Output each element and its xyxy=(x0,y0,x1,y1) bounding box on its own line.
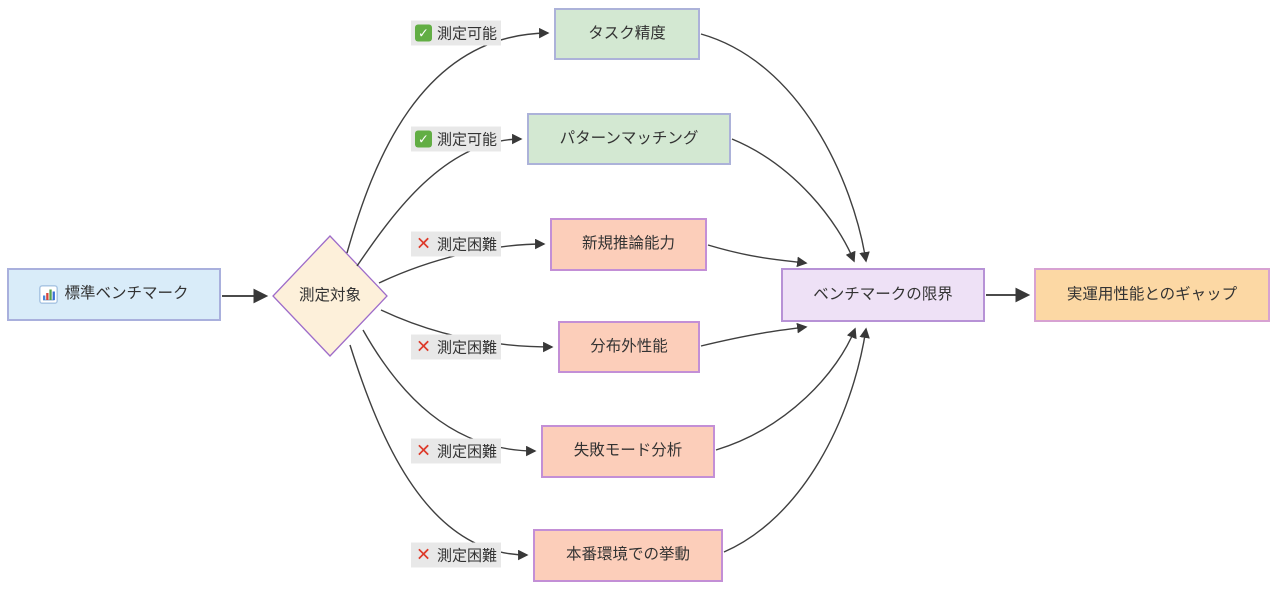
node-label: 実運用性能とのギャップ xyxy=(1066,285,1238,303)
edge-label-difficult-3: 測定困難 xyxy=(410,438,502,464)
node-measurement-target: 測定対象 xyxy=(280,282,380,310)
node-production-behavior: 本番環境での挙動 xyxy=(533,529,723,582)
node-pattern-matching: パターンマッチング xyxy=(527,113,731,165)
node-ood-performance: 分布外性能 xyxy=(558,321,700,373)
edge-task-accuracy-to-sink xyxy=(700,33,870,263)
node-benchmark-limits: ベンチマークの限界 xyxy=(781,268,985,322)
edge-novel-reasoning-to-sink xyxy=(707,244,808,268)
node-label: タスク精度 xyxy=(588,24,666,42)
edge-pattern-matching-to-sink xyxy=(731,138,856,263)
cross-mark-icon xyxy=(415,339,432,356)
decision-diamond-shape xyxy=(272,235,388,357)
edge-label-text: 測定困難 xyxy=(436,443,498,461)
edge-ood-performance-to-sink xyxy=(700,322,808,347)
edge-production-behavior-to-sink xyxy=(723,327,870,553)
bar-chart-icon xyxy=(39,285,59,304)
edge-failure-modes-to-sink xyxy=(715,327,857,451)
node-novel-reasoning: 新規推論能力 xyxy=(550,218,707,271)
node-label: 失敗モード分析 xyxy=(573,442,683,460)
cross-mark-icon xyxy=(415,547,432,564)
cross-mark-icon xyxy=(415,236,432,253)
node-standard-benchmark: 標準ベンチマーク xyxy=(7,268,221,321)
edge-label-difficult-2: 測定困難 xyxy=(410,334,502,360)
node-label: 分布外性能 xyxy=(590,337,668,355)
node-label: 測定対象 xyxy=(298,286,361,304)
edge-decision-to-failure-modes xyxy=(362,329,537,457)
node-label: ベンチマークの限界 xyxy=(813,285,953,303)
edge-label-text: 測定困難 xyxy=(436,547,498,565)
edge-label-text: 測定可能 xyxy=(436,25,498,43)
node-label: 本番環境での挙動 xyxy=(565,546,690,564)
edge-label-difficult-1: 測定困難 xyxy=(410,231,502,257)
check-mark-icon xyxy=(414,24,432,42)
node-task-accuracy: タスク精度 xyxy=(554,8,700,60)
node-label: パターンマッチング xyxy=(559,129,699,147)
node-real-world-gap: 実運用性能とのギャップ xyxy=(1034,268,1270,322)
node-failure-modes: 失敗モード分析 xyxy=(541,425,715,478)
node-label: 新規推論能力 xyxy=(581,235,675,253)
edge-label-text: 測定困難 xyxy=(436,236,498,254)
edge-label-measurable-1: 測定可能 xyxy=(410,20,502,46)
edge-label-difficult-4: 測定困難 xyxy=(410,542,502,568)
check-mark-icon xyxy=(414,130,432,148)
cross-mark-icon xyxy=(415,443,432,460)
node-label: 標準ベンチマーク xyxy=(64,285,189,303)
edge-label-text: 測定困難 xyxy=(436,339,498,357)
edge-decision-to-task-accuracy xyxy=(346,27,550,254)
edge-label-measurable-2: 測定可能 xyxy=(410,126,502,152)
edge-label-text: 測定可能 xyxy=(436,131,498,149)
